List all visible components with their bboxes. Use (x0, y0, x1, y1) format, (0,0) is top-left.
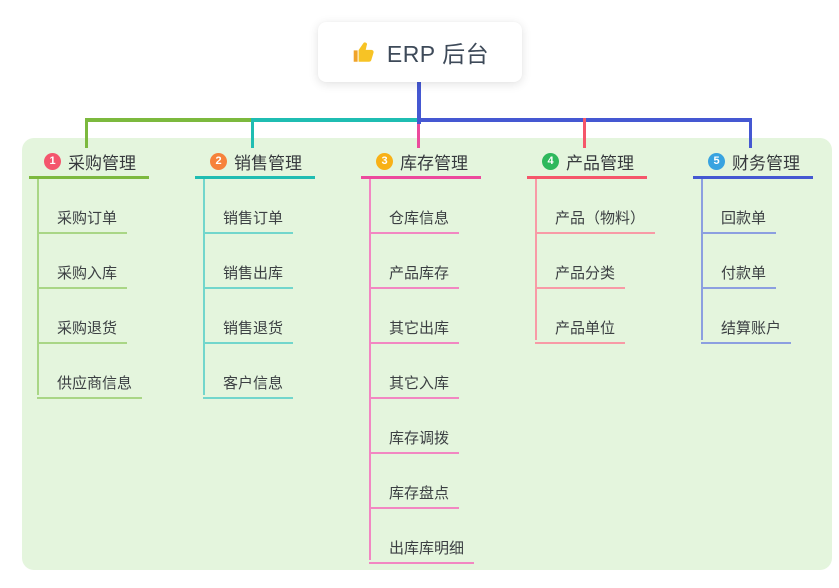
connector-segment-left (85, 118, 251, 122)
mindmap-item[interactable]: 采购入库 (37, 253, 128, 289)
mindmap-item-label: 产品库存 (389, 265, 450, 282)
branch-title: 库存管理 (400, 153, 468, 173)
branch-drop-line-3 (417, 118, 420, 148)
branch-drop-line-4 (583, 118, 586, 148)
branch-title: 销售管理 (234, 153, 302, 173)
mindmap-item-label: 客户信息 (223, 375, 284, 392)
mindmap-item-label: 销售订单 (223, 210, 284, 227)
connector-segment-mid (251, 118, 419, 122)
mindmap-item-label: 其它出库 (389, 320, 450, 337)
mindmap-item[interactable]: 销售退货 (203, 308, 294, 344)
mindmap-item[interactable]: 库存调拨 (369, 418, 460, 454)
branch-underline (29, 176, 149, 179)
branch-items-line (369, 179, 371, 560)
mindmap-item[interactable]: 产品（物料） (535, 198, 656, 234)
mindmap-item-label: 结算账户 (721, 320, 782, 337)
mindmap-item[interactable]: 供应商信息 (37, 363, 143, 399)
mindmap-item[interactable]: 仓库信息 (369, 198, 460, 234)
branch-header-4[interactable]: 4 产品管理 (527, 146, 647, 176)
thumbs-up-icon (353, 42, 374, 62)
branch-items-line (535, 179, 537, 340)
branch-header-2[interactable]: 2 销售管理 (195, 146, 315, 176)
mindmap-item[interactable]: 库存盘点 (369, 473, 460, 509)
branch-header-1[interactable]: 1 采购管理 (29, 146, 149, 176)
branch-drop-line-2 (251, 118, 254, 148)
mindmap-item[interactable]: 销售订单 (203, 198, 294, 234)
mindmap-item[interactable]: 产品单位 (535, 308, 626, 344)
mindmap-item-label: 销售退货 (223, 320, 284, 337)
branch-underline (693, 176, 813, 179)
mindmap-item-label: 采购订单 (57, 210, 118, 227)
mindmap-item-label: 库存调拨 (389, 430, 450, 447)
mindmap-item[interactable]: 其它入库 (369, 363, 460, 399)
branch-underline (361, 176, 481, 179)
mindmap-item-label: 其它入库 (389, 375, 450, 392)
branch-title: 采购管理 (68, 153, 136, 173)
root-title: ERP 后台 (386, 41, 490, 67)
branch-title: 财务管理 (732, 153, 800, 173)
branch-title: 产品管理 (566, 153, 634, 173)
branch-drop-line-5 (749, 118, 752, 148)
mindmap-item-label: 回款单 (721, 210, 767, 227)
branch-number-badge: 3 (376, 152, 393, 170)
mindmap-item[interactable]: 其它出库 (369, 308, 460, 344)
branch-underline (195, 176, 315, 179)
mindmap-item[interactable]: 付款单 (701, 253, 777, 289)
mindmap-item[interactable]: 采购退货 (37, 308, 128, 344)
branch-underline (527, 176, 647, 179)
mindmap-item-label: 产品单位 (555, 320, 616, 337)
root-node[interactable]: ERP 后台 (318, 22, 522, 82)
mindmap-item-label: 产品分类 (555, 265, 616, 282)
branch-number-badge: 2 (210, 152, 227, 170)
mindmap-item[interactable]: 回款单 (701, 198, 777, 234)
mindmap-item-label: 仓库信息 (389, 210, 450, 227)
mindmap-item-label: 销售出库 (223, 265, 284, 282)
mindmap-item-label: 产品（物料） (555, 210, 646, 227)
mindmap-item-label: 供应商信息 (57, 375, 133, 392)
mindmap-item[interactable]: 销售出库 (203, 253, 294, 289)
mindmap-item[interactable]: 产品库存 (369, 253, 460, 289)
mindmap-item-label: 采购入库 (57, 265, 118, 282)
mindmap-item[interactable]: 出库库明细 (369, 528, 475, 564)
mindmap-item[interactable]: 客户信息 (203, 363, 294, 399)
branch-header-5[interactable]: 5 财务管理 (693, 146, 813, 176)
root-connector-line (417, 82, 421, 124)
mindmap-item[interactable]: 结算账户 (701, 308, 792, 344)
mindmap-item[interactable]: 产品分类 (535, 253, 626, 289)
branch-items-line (701, 179, 703, 340)
mindmap-item-label: 付款单 (721, 265, 767, 282)
mindmap-item-label: 库存盘点 (389, 485, 450, 502)
branch-number-badge: 1 (44, 152, 61, 170)
branch-number-badge: 4 (542, 152, 559, 170)
mindmap-item-label: 出库库明细 (389, 540, 465, 557)
branch-number-badge: 5 (708, 152, 725, 170)
mindmap-item[interactable]: 采购订单 (37, 198, 128, 234)
branch-header-3[interactable]: 3 库存管理 (361, 146, 481, 176)
branches-panel (22, 138, 832, 570)
branch-drop-line-1 (85, 118, 88, 148)
mindmap-item-label: 采购退货 (57, 320, 118, 337)
